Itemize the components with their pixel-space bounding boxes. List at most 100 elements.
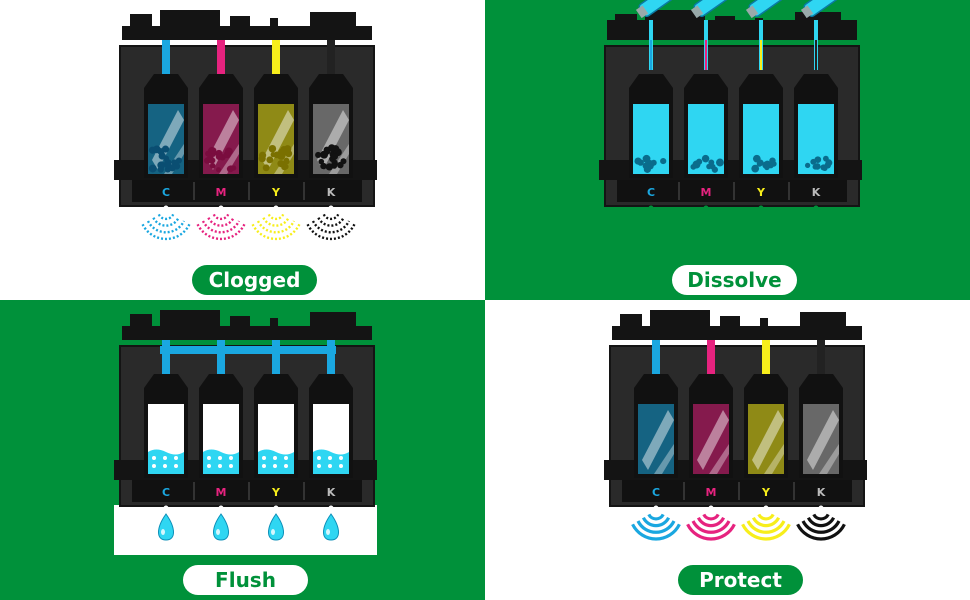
label-divider (303, 182, 305, 200)
droplet-icon (323, 513, 339, 541)
cartridge-icon (684, 74, 728, 178)
spray-icon (631, 513, 681, 541)
panel-clogged: C M Y K Clogged (0, 0, 485, 300)
ink-tube (272, 340, 280, 374)
label-flush: Flush (183, 565, 308, 595)
ink-tube (162, 340, 170, 374)
cartridge-icon (144, 74, 188, 178)
nozzle (218, 205, 224, 211)
syringe-icon (745, 0, 787, 70)
cartridge-icon (309, 74, 353, 178)
cartridge-icon (199, 374, 243, 478)
spray-icon (196, 213, 246, 241)
cartridge-label-c: C (652, 486, 660, 499)
cartridge-label-k: K (812, 186, 821, 199)
cartridge-label-c: C (162, 186, 170, 199)
nozzle (758, 205, 764, 211)
ink-tube (327, 40, 335, 74)
syringe-icon (635, 0, 677, 70)
label-divider (248, 182, 250, 200)
nozzle (703, 205, 709, 211)
nozzle (163, 205, 169, 211)
nozzle (708, 505, 714, 511)
ink-tube (217, 40, 225, 74)
ink-tube (162, 40, 170, 74)
cartridge-icon (744, 374, 788, 478)
cartridge-icon (254, 74, 298, 178)
syringe-icon (800, 0, 842, 70)
ink-tube (217, 340, 225, 374)
label-divider (193, 482, 195, 500)
cartridge-icon (254, 374, 298, 478)
printhead-top-bar (607, 26, 857, 40)
dissolve-top-strip (607, 20, 857, 28)
nozzle (813, 205, 819, 211)
nozzle (218, 505, 224, 511)
cartridge-icon (629, 74, 673, 178)
flush-manifold-tube (160, 346, 336, 354)
label-divider (193, 182, 195, 200)
droplet-icon (213, 513, 229, 541)
nozzle (653, 505, 659, 511)
nozzle (328, 205, 334, 211)
label-divider (248, 482, 250, 500)
cartridge-label-k: K (327, 186, 336, 199)
label-divider (788, 182, 790, 200)
cartridge-icon (689, 374, 733, 478)
droplet-icon (158, 513, 174, 541)
printhead-top-bar (122, 326, 372, 340)
spray-icon (141, 213, 191, 241)
ink-tube (817, 340, 825, 374)
spray-icon (741, 513, 791, 541)
nozzle (648, 205, 654, 211)
cartridge-label-m: M (216, 486, 227, 499)
nozzle (163, 505, 169, 511)
panel-flush: C M Y K Flush (0, 300, 485, 600)
cartridge-label-y: Y (756, 186, 766, 199)
cartridge-icon (739, 74, 783, 178)
label-divider (793, 482, 795, 500)
syringe-icon (690, 0, 732, 70)
nozzle (273, 205, 279, 211)
spray-icon (306, 213, 356, 241)
printhead-top-bar (122, 26, 372, 40)
nozzle (328, 505, 334, 511)
label-protect: Protect (678, 565, 803, 595)
cartridge-label-y: Y (271, 486, 281, 499)
cartridge-icon (144, 374, 188, 478)
cartridge-icon (199, 74, 243, 178)
label-divider (678, 182, 680, 200)
printhead-top-bar (612, 326, 862, 340)
spray-icon (796, 513, 846, 541)
ink-tube (652, 340, 660, 374)
nozzle (818, 505, 824, 511)
cartridge-icon (799, 374, 843, 478)
ink-tube (327, 340, 335, 374)
label-divider (683, 482, 685, 500)
cartridge-label-m: M (706, 486, 717, 499)
droplet-icon (268, 513, 284, 541)
cartridge-label-m: M (216, 186, 227, 199)
label-clogged: Clogged (192, 265, 317, 295)
cartridge-label-k: K (327, 486, 336, 499)
spray-icon (251, 213, 301, 241)
label-divider (733, 182, 735, 200)
cartridge-label-y: Y (761, 486, 771, 499)
label-divider (738, 482, 740, 500)
ink-tube (272, 40, 280, 74)
nozzle (273, 505, 279, 511)
cartridge-label-m: M (701, 186, 712, 199)
cartridge-label-c: C (162, 486, 170, 499)
cartridge-icon (794, 74, 838, 178)
cartridge-label-c: C (647, 186, 655, 199)
cartridge-label-y: Y (271, 186, 281, 199)
ink-tube (762, 340, 770, 374)
nozzle (763, 505, 769, 511)
cartridge-icon (634, 374, 678, 478)
